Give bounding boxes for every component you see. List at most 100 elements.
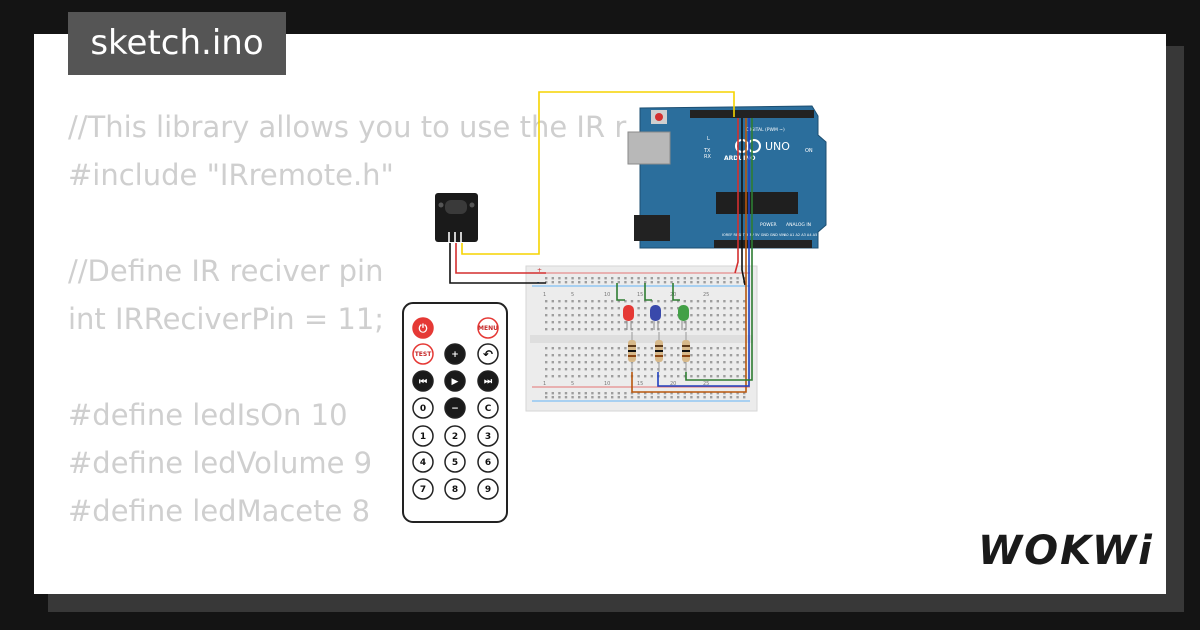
breadboard-hole (696, 392, 700, 395)
wire-signal (461, 91, 735, 255)
breadboard-hole (611, 321, 614, 324)
breadboard-hole (604, 314, 607, 317)
breadboard-hole (650, 328, 653, 331)
breadboard-hole (716, 354, 719, 357)
breadboard-hole (683, 392, 686, 395)
breadboard-hole (729, 307, 733, 310)
breadboard-hole (644, 300, 647, 303)
breadboard-hole (624, 354, 627, 357)
breadboard-hole (624, 347, 627, 350)
led-green-body (678, 305, 689, 321)
remote-button[interactable] (477, 397, 499, 419)
breadboard-hole (617, 300, 620, 303)
breadboard-hole (584, 361, 587, 364)
breadboard-hole (584, 368, 587, 371)
breadboard-hole (591, 347, 594, 350)
breadboard-hole (716, 314, 719, 317)
remote-button[interactable] (412, 397, 434, 419)
breadboard-hole (611, 328, 614, 331)
led-green[interactable] (678, 305, 689, 330)
breadboard-hole (611, 392, 614, 395)
breadboard-hole (736, 300, 739, 303)
breadboard-hole (703, 281, 706, 284)
breadboard-hole (564, 307, 568, 310)
breadboard-hole (657, 392, 660, 395)
breadboard-hole (716, 347, 719, 350)
remote-button[interactable] (444, 343, 466, 365)
breadboard-hole (578, 277, 581, 280)
breadboard-hole (551, 277, 554, 280)
led-red[interactable] (623, 305, 634, 330)
resistor-band (655, 350, 663, 352)
breadboard-hole (624, 361, 627, 364)
breadboard-hole (736, 321, 739, 324)
remote-button[interactable] (477, 451, 499, 473)
ir-receiver-module[interactable] (435, 193, 478, 242)
breadboard-hole (703, 347, 706, 350)
breadboard-hole (670, 300, 673, 303)
breadboard-hole (670, 328, 673, 331)
wire-ground-rail (741, 118, 746, 286)
resistor-band (655, 355, 663, 357)
breadboard-hole (617, 361, 620, 364)
remote-button[interactable] (444, 370, 466, 392)
arduino-uno[interactable]: UNO ARDUINO DIGITAL (PWM ~) TX RX L ON P… (627, 105, 827, 249)
breadboard-hole (663, 300, 667, 303)
resistor-band (682, 355, 690, 357)
breadboard-hole (650, 396, 653, 399)
remote-button[interactable] (412, 343, 434, 365)
remote-button[interactable] (412, 370, 434, 392)
remote-button-label: 6 (485, 458, 491, 468)
remote-button[interactable] (412, 317, 434, 339)
remote-button[interactable] (412, 478, 434, 500)
breadboard-hole (617, 354, 620, 357)
remote-button[interactable] (444, 451, 466, 473)
breadboard-hole (657, 361, 660, 364)
breadboard-hole (558, 347, 561, 350)
breadboard-hole (637, 347, 640, 350)
breadboard-hole (683, 281, 686, 284)
breadboard-hole (611, 354, 614, 357)
digital-label: DIGITAL (PWM ~) (746, 127, 785, 133)
breadboard-hole (637, 354, 640, 357)
breadboard-hole (690, 347, 693, 350)
breadboard-hole (597, 314, 601, 317)
file-tab[interactable]: sketch.ino (68, 12, 286, 75)
column-number: 5 (571, 292, 574, 298)
remote-button[interactable] (477, 478, 499, 500)
breadboard-hole (617, 321, 620, 324)
remote-button[interactable] (477, 425, 499, 447)
remote-button[interactable] (444, 478, 466, 500)
breadboard-hole (650, 361, 653, 364)
led-blue[interactable] (650, 305, 661, 330)
remote-button[interactable] (477, 370, 499, 392)
reset-button[interactable] (655, 113, 663, 121)
breadboard-hole (571, 354, 574, 357)
breadboard-hole (584, 300, 587, 303)
breadboard-hole (663, 354, 667, 357)
breadboard-hole (624, 300, 627, 303)
breadboard-hole (644, 354, 647, 357)
breadboard-hole (558, 281, 561, 284)
remote-button[interactable] (477, 343, 499, 365)
breadboard-hole (604, 347, 607, 350)
column-number: 25 (703, 381, 709, 387)
wire-power (455, 243, 546, 274)
remote-button[interactable] (477, 317, 499, 339)
breadboard-hole (591, 361, 594, 364)
remote-button[interactable] (444, 397, 466, 419)
remote-button-label: 9 (485, 485, 491, 495)
breadboard-hole (690, 396, 693, 399)
resistors (628, 332, 690, 372)
breadboard-hole (650, 347, 653, 350)
remote-button[interactable] (412, 425, 434, 447)
breadboard-hole (670, 347, 673, 350)
breadboard-hole (644, 314, 647, 317)
breadboard-hole (551, 361, 554, 364)
breadboard-hole (545, 277, 548, 280)
remote-button[interactable] (444, 425, 466, 447)
column-number: 10 (604, 292, 610, 298)
breadboard-hole (571, 375, 574, 378)
remote-button[interactable] (412, 451, 434, 473)
